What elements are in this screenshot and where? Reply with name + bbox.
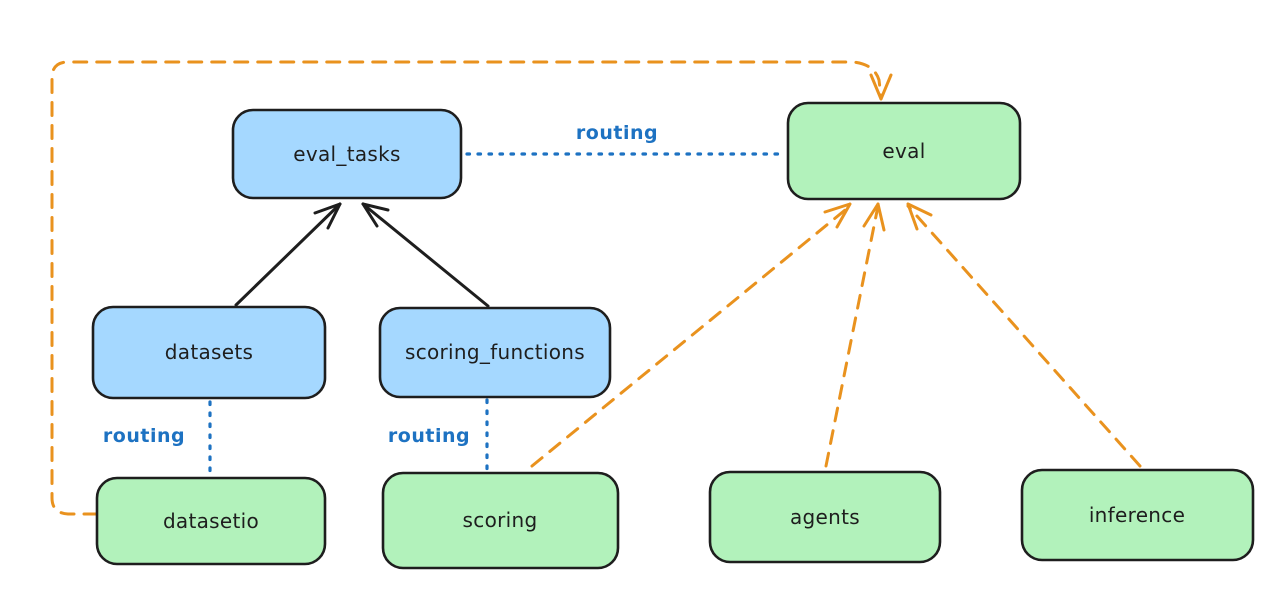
edge-agents-to-eval (824, 202, 886, 468)
edge-line (530, 204, 852, 468)
edge-datasets-to-eval-tasks (234, 202, 342, 307)
edge-line (361, 202, 490, 308)
node-label: eval (882, 139, 925, 163)
edge-line (50, 60, 883, 516)
node-box (95, 476, 327, 566)
node-label: agents (790, 505, 860, 529)
node-box (91, 305, 327, 400)
node-label: scoring_functions (405, 340, 585, 364)
edge-routing-eval-tasks-eval: routing (465, 122, 788, 156)
node-inference: inference (1020, 468, 1255, 562)
edge-line (234, 202, 342, 307)
edge-label-routing: routing (103, 425, 185, 447)
arrowhead-icon (906, 202, 933, 231)
node-label: scoring (463, 508, 538, 532)
node-box (378, 306, 612, 399)
node-eval: eval (786, 101, 1022, 201)
arrowhead-icon (313, 202, 342, 230)
node-box (381, 471, 620, 570)
node-datasets: datasets (91, 305, 327, 400)
node-box (231, 108, 463, 200)
node-box (1020, 468, 1255, 562)
arrowhead-icon (869, 73, 893, 101)
node-label: inference (1089, 503, 1185, 527)
node-box (708, 470, 942, 564)
node-scoring: scoring (381, 471, 620, 570)
edge-label-routing: routing (576, 122, 658, 144)
node-scoring-functions: scoring_functions (378, 306, 612, 399)
node-datasetio: datasetio (95, 476, 327, 566)
arrowhead-icon (361, 202, 390, 228)
edge-inference-to-eval (906, 202, 1142, 468)
edge-label-routing: routing (388, 425, 470, 447)
edge-scoring-functions-to-eval-tasks (361, 202, 490, 308)
node-box (786, 101, 1022, 201)
node-label: datasets (165, 340, 253, 364)
edge-scoring-to-eval (530, 202, 852, 468)
node-label: datasetio (163, 509, 259, 533)
arrowhead-icon (862, 202, 886, 232)
edge-routing-datasets-datasetio: routing (103, 400, 212, 477)
edge-datasetio-to-eval (50, 60, 893, 516)
node-agents: agents (708, 470, 942, 564)
arrowhead-icon (823, 202, 852, 229)
edge-line (824, 204, 880, 468)
node-label: eval_tasks (293, 142, 400, 166)
node-eval-tasks: eval_tasks (231, 108, 463, 200)
edge-line (906, 204, 1142, 468)
edge-routing-scoring-functions-scoring: routing (388, 398, 489, 472)
